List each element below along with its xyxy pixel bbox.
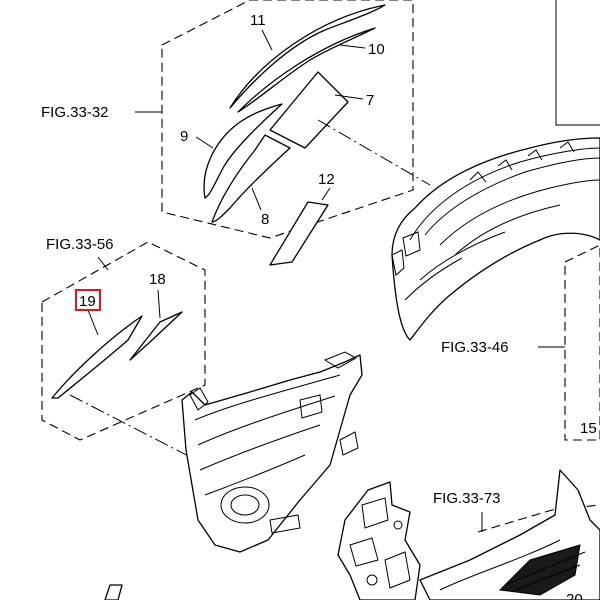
leader-18	[157, 289, 161, 319]
callout-8: 8	[261, 211, 269, 228]
leader-9	[195, 136, 214, 149]
lower-grille-panel	[419, 469, 600, 600]
callout-19: 19	[79, 293, 96, 310]
callout-20: 20	[566, 591, 583, 600]
group-box-fig-33-46	[564, 244, 600, 441]
group-box-fig-33-56	[41, 241, 206, 441]
callout-10: 10	[368, 41, 385, 58]
leader-11	[261, 29, 273, 51]
leader-fig-33-56	[97, 256, 109, 271]
group-box-fig-33-32	[161, 0, 414, 239]
bottom-left-tag	[104, 584, 123, 600]
part-12-decal	[269, 201, 329, 266]
fig-ref-33-73: FIG.33-73	[433, 490, 501, 507]
callout-18: 18	[149, 271, 166, 288]
leader-12	[321, 187, 331, 201]
fig-ref-33-56: FIG.33-56	[46, 236, 114, 253]
callout-9: 9	[180, 128, 188, 145]
leader-19	[87, 309, 99, 336]
part-7-panel	[269, 71, 349, 149]
group-box-fig-33-73	[477, 504, 600, 533]
part-11-stripe	[229, 4, 386, 109]
part-10-stripe	[237, 27, 376, 113]
part-18-decal	[129, 311, 183, 361]
side-cowl-assembly	[181, 351, 363, 553]
callout-7: 7	[366, 92, 374, 109]
part-9-decal	[203, 103, 283, 199]
callout-15: 15	[580, 420, 597, 437]
callout-12: 12	[318, 171, 335, 188]
part-19-decal	[51, 315, 143, 399]
front-cowling-assembly	[391, 137, 600, 341]
leader-10	[339, 44, 366, 49]
frame-corner	[555, 0, 600, 126]
part-8-decal	[211, 134, 291, 223]
leader-7	[334, 94, 364, 100]
fig-ref-33-46: FIG.33-46	[441, 339, 509, 356]
callout-11: 11	[250, 12, 266, 29]
assembly-line-upper	[317, 119, 431, 186]
highlight-box-19	[75, 289, 101, 311]
assembly-line-lower	[69, 394, 201, 463]
leader-8	[251, 187, 262, 211]
fig-ref-33-32: FIG.33-32	[41, 104, 109, 121]
lower-bracket-assembly	[337, 481, 421, 600]
